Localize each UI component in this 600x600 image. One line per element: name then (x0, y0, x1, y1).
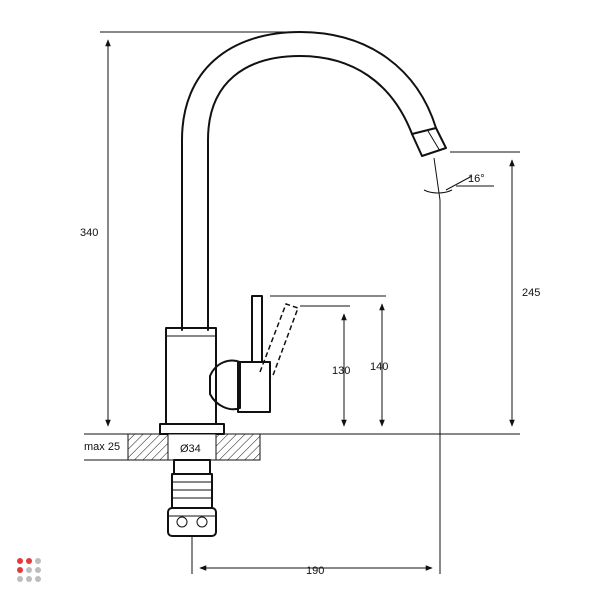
dim-spout-height: 245 (522, 287, 540, 299)
dim-total-height: 340 (80, 227, 98, 239)
faucet-body (159, 31, 453, 435)
logo-dot (17, 567, 23, 573)
logo-dot (35, 576, 41, 582)
mounting-shank (167, 459, 217, 537)
dim-max-thickness: max 25 (84, 441, 120, 453)
countertop-section (127, 433, 261, 461)
dim-hole-diameter: Ø34 (180, 443, 201, 455)
dim-spout-reach: 190 (306, 565, 324, 577)
logo-dot (35, 558, 41, 564)
brand-logo (17, 558, 47, 588)
logo-dot (17, 558, 23, 564)
logo-dot (35, 567, 41, 573)
logo-dot (26, 558, 32, 564)
dimension-lines (84, 31, 520, 574)
dim-spout-angle: 16° (468, 173, 485, 185)
logo-dot (26, 576, 32, 582)
dim-handle-height-high: 140 (370, 361, 388, 373)
logo-dot (17, 576, 23, 582)
dim-handle-height-low: 130 (332, 365, 350, 377)
logo-dot (26, 567, 32, 573)
